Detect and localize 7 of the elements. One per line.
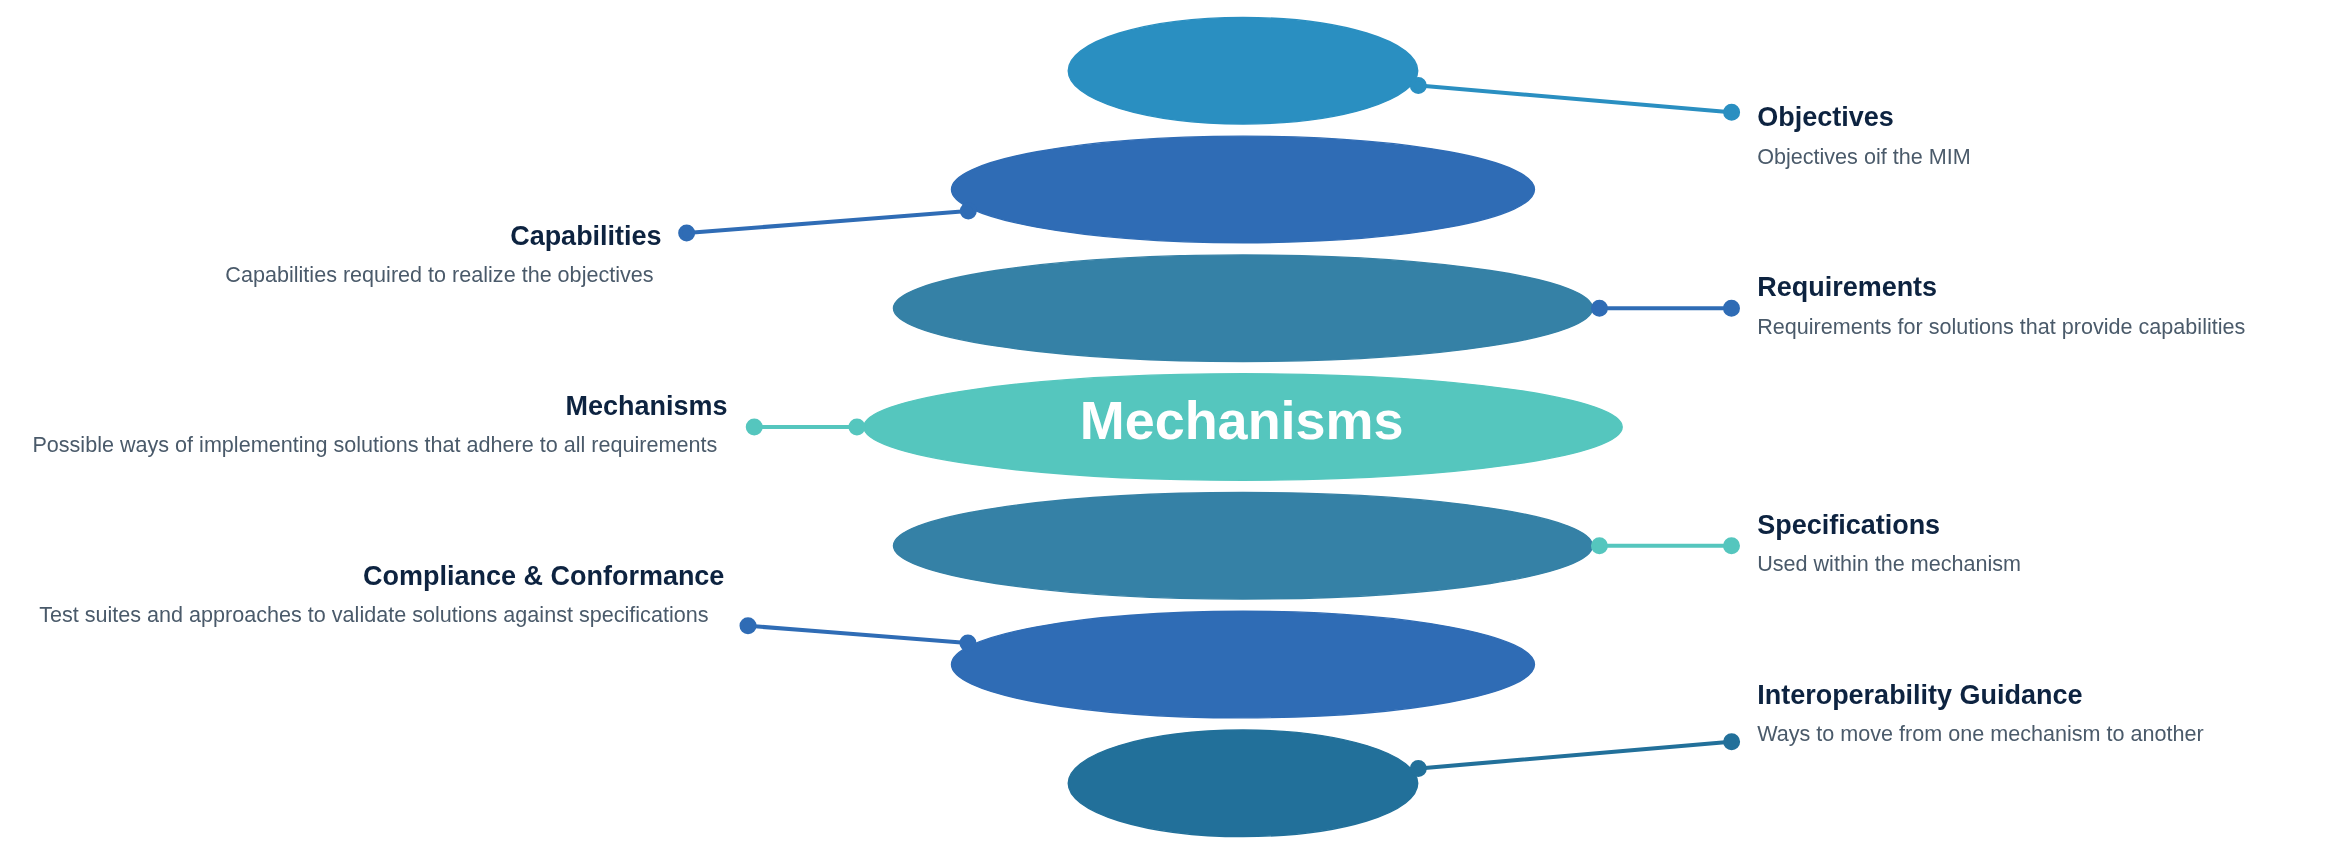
node-text: Mechanisms Possible ways of implementing solutions that adhere to all requirements xyxy=(32,390,728,458)
node-text: Compliance & Conformance Test suites and approaches to validate solutions against specifications xyxy=(39,560,725,628)
node-text: Specifications Used within the mechanism xyxy=(1757,509,2022,577)
node-text: Capabilities Capabilities required to realize the objectives xyxy=(225,220,662,288)
node-text: Objectives Objectives oif the MIM xyxy=(1757,102,1971,169)
node-text: Interoperability Guidance Ways to move from one mechanism to another xyxy=(1757,679,2204,747)
node-text: Requirements Requirements for solutions that provide capabilities xyxy=(1757,272,2246,339)
